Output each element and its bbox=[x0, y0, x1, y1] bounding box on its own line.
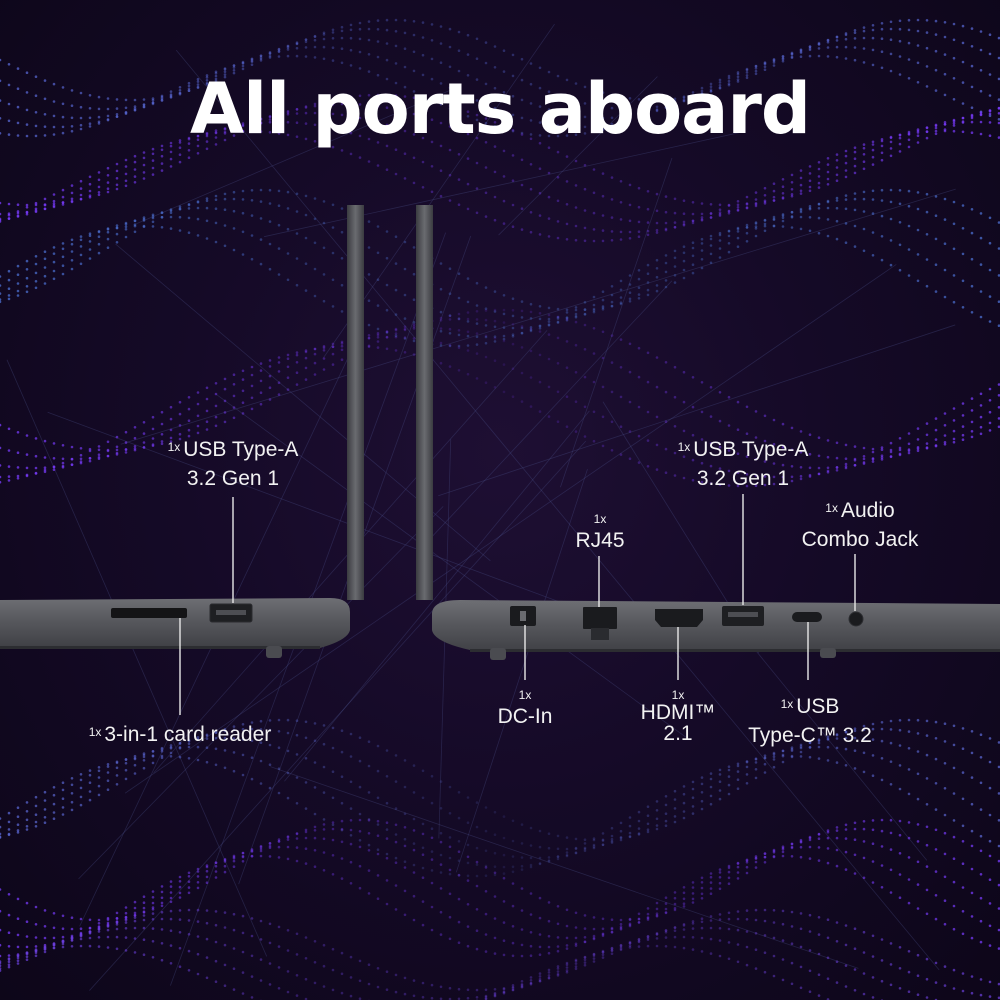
network-line bbox=[120, 188, 956, 445]
label-dc-in: 1x DC-In bbox=[497, 688, 553, 728]
network-line bbox=[175, 49, 940, 971]
network-line bbox=[418, 280, 673, 551]
network-line bbox=[284, 410, 590, 782]
left-laptop-side bbox=[0, 205, 364, 658]
network-line bbox=[89, 440, 587, 991]
card-reader-slot bbox=[111, 608, 187, 618]
network-line bbox=[214, 393, 687, 738]
page-title: All ports aboard bbox=[189, 68, 811, 150]
network-line bbox=[747, 640, 928, 861]
network-line bbox=[455, 468, 588, 873]
label-hdmi: 1x HDMI™ 2.1 bbox=[640, 688, 716, 745]
network-line bbox=[270, 766, 859, 969]
network-line bbox=[560, 157, 673, 488]
network-line bbox=[135, 89, 451, 225]
network-line bbox=[263, 131, 744, 238]
network-line bbox=[438, 324, 956, 497]
network-line bbox=[498, 76, 658, 236]
network-line bbox=[6, 359, 268, 957]
rj45-port bbox=[583, 607, 617, 629]
label-rj45: 1x RJ45 bbox=[575, 512, 625, 552]
audio-jack bbox=[848, 611, 864, 627]
network-line bbox=[124, 264, 897, 794]
right-laptop-side bbox=[416, 205, 1000, 660]
network-line bbox=[78, 506, 444, 880]
leader-lines bbox=[179, 494, 856, 715]
usb-c-port bbox=[792, 612, 822, 622]
hdmi-port bbox=[655, 609, 703, 627]
